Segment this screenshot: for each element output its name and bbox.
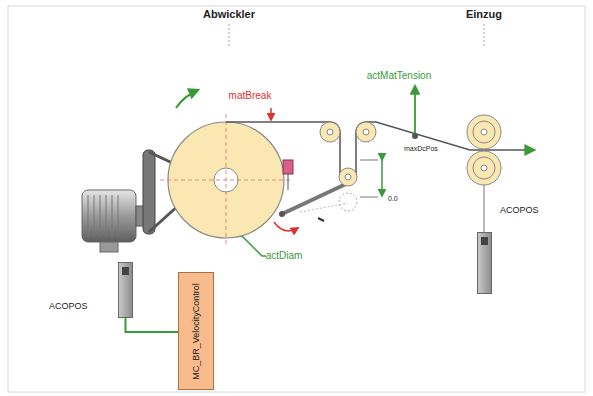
range-tick bbox=[360, 197, 378, 198]
position-value: maxDcPos bbox=[404, 143, 438, 155]
position-value: 0.0 bbox=[388, 193, 398, 205]
signal-name: actMatTension bbox=[367, 70, 431, 82]
station-line bbox=[484, 24, 485, 46]
material-roll bbox=[160, 114, 292, 246]
rotation-arrow bbox=[176, 90, 198, 108]
dancer bbox=[274, 160, 357, 231]
function-block: MC_BR_VelocityControl bbox=[178, 272, 214, 390]
dancer-range-arrow bbox=[381, 160, 383, 196]
drive-shaft bbox=[484, 185, 485, 232]
servo-drive: ACOPOS bbox=[118, 262, 133, 318]
guide-roller bbox=[320, 122, 376, 142]
frame bbox=[8, 6, 585, 392]
tension-arrow bbox=[414, 86, 416, 136]
motor bbox=[82, 190, 144, 252]
drive-display bbox=[122, 267, 129, 275]
signal-name: matBreak bbox=[229, 90, 272, 102]
web-direction-arrow bbox=[524, 149, 534, 151]
signal-wire bbox=[126, 318, 179, 332]
break-arrow bbox=[270, 108, 272, 120]
nip-roller bbox=[467, 115, 501, 185]
drive-display bbox=[481, 237, 488, 245]
station-title: Einzug bbox=[466, 8, 502, 20]
tension-point bbox=[412, 133, 418, 139]
device-name: ACOPOS bbox=[49, 301, 88, 312]
diameter-leader bbox=[242, 236, 266, 256]
function-block-name: MC_BR_VelocityControl bbox=[191, 283, 202, 380]
station-title: Abwickler bbox=[203, 8, 255, 20]
device-name: ACOPOS bbox=[500, 205, 539, 216]
range-tick bbox=[360, 160, 378, 161]
station-line bbox=[229, 24, 230, 46]
signal-name: actDiam bbox=[266, 250, 303, 262]
servo-drive: ACOPOS bbox=[477, 232, 492, 294]
